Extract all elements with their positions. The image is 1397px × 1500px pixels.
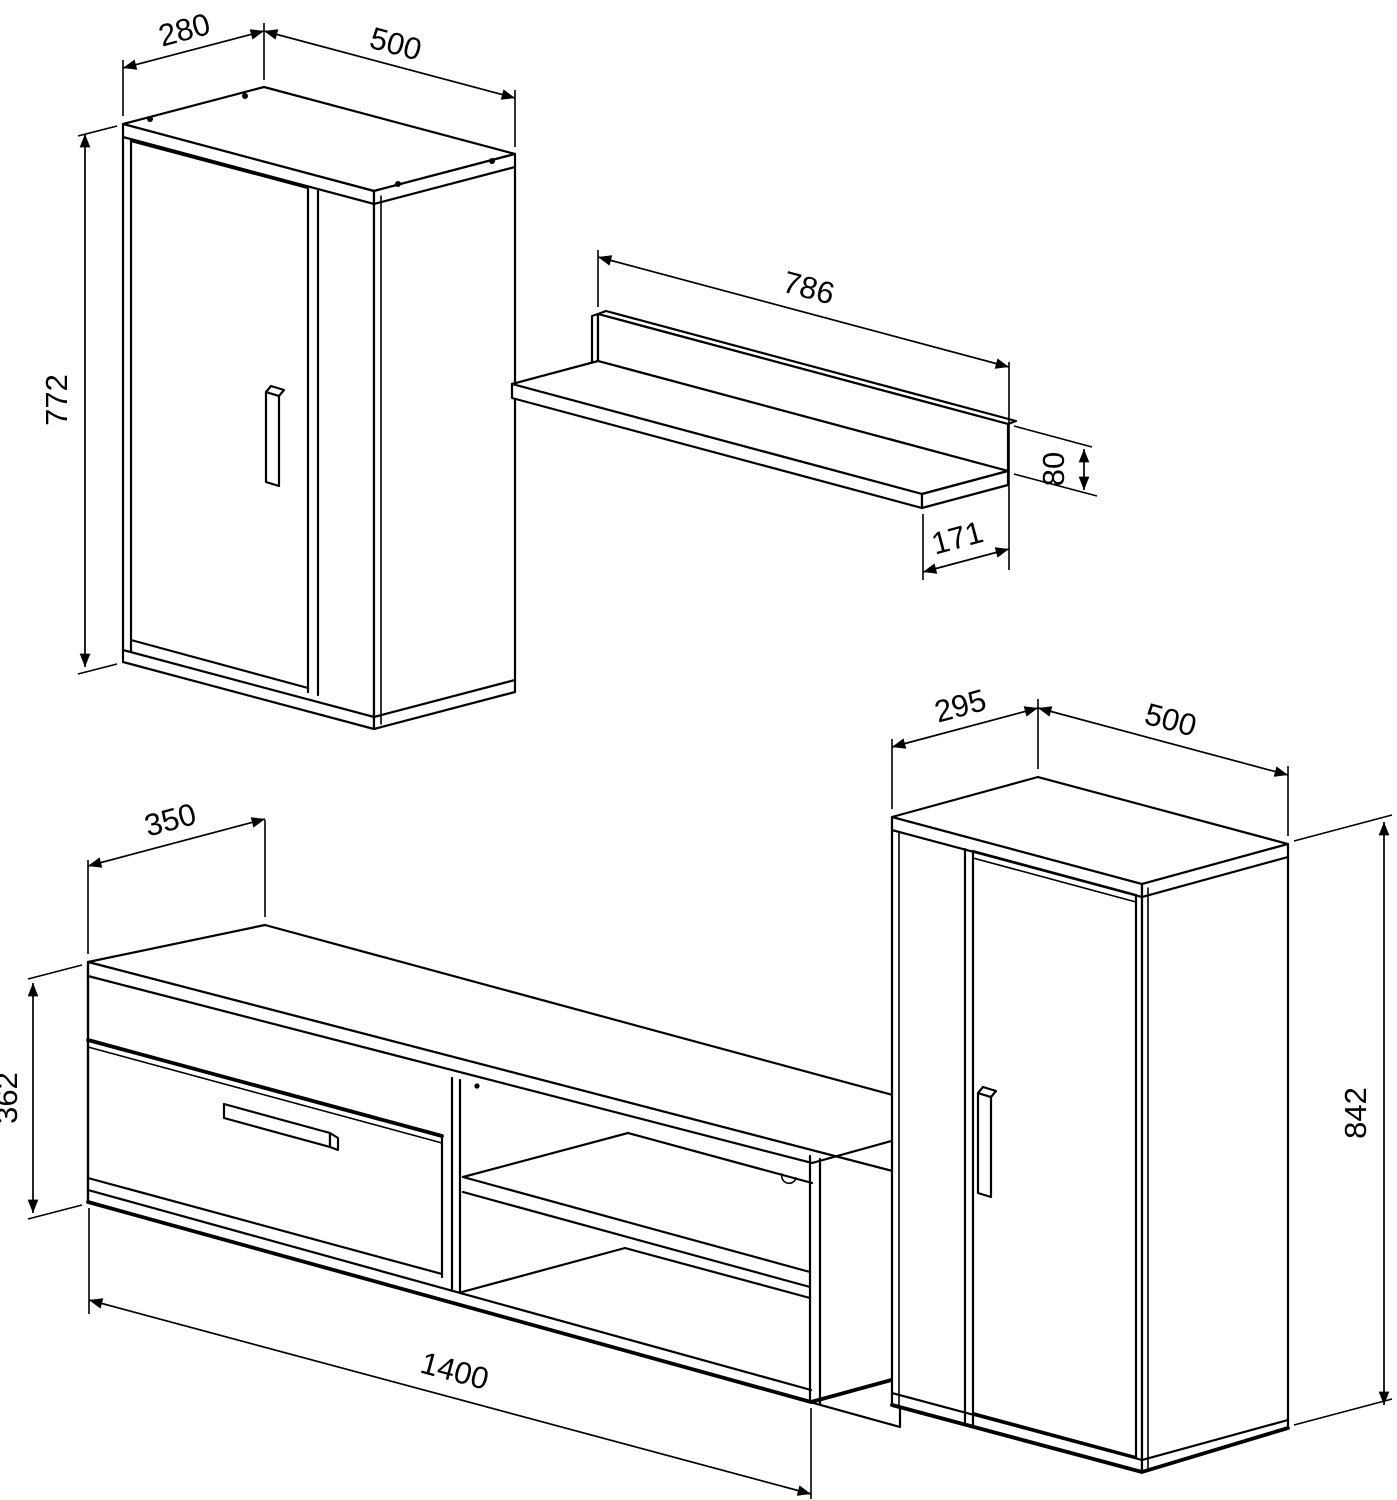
dim-line-depth-280	[122, 29, 265, 70]
dim-line-depth-350	[87, 817, 266, 868]
wall-cabinet-door-handle	[264, 384, 286, 488]
shelf-front-top-edge	[461, 1175, 812, 1274]
shelf-front-bottom-edge	[461, 1190, 812, 1289]
extension-line	[1013, 425, 1093, 448]
side-cabinet-handle-cap	[976, 1085, 998, 1099]
extension-line	[77, 125, 118, 137]
side-cabinet-bottom-band	[890, 1391, 1290, 1462]
tv-stand-drawer-top-inner	[87, 1046, 443, 1144]
side-cabinet-width-label: 500	[1141, 696, 1200, 743]
tv-stand-interior-bottom-left-edge	[460, 1246, 627, 1294]
tv-stand-top-band	[86, 974, 897, 1165]
side-cabinet-door-top-inner	[972, 857, 1137, 903]
wall-cabinet-handle-cap	[264, 384, 286, 398]
extension-line	[77, 663, 118, 675]
wall-cabinet-bottom-band	[121, 648, 517, 719]
wall-cabinet-front-face	[121, 122, 376, 731]
dim-line-width-500	[263, 29, 516, 100]
tv-stand-middle-shelf	[461, 1131, 814, 1289]
wall-shelf-board-right-end	[920, 469, 1010, 510]
dim-line-length-786	[597, 255, 1010, 369]
wall-cabinet-cam-dot	[242, 93, 248, 99]
extension-line	[27, 964, 83, 980]
wall-cabinet-door-top-edge	[129, 139, 310, 190]
wall-cabinet-cam-dot	[395, 181, 401, 187]
tv-stand-width-label: 1400	[417, 1345, 493, 1397]
wall-cabinet-drawing	[121, 85, 517, 731]
side-cabinet-front-face	[890, 815, 1144, 1474]
extension-line	[27, 1204, 83, 1220]
wall-shelf-length-label: 786	[779, 264, 838, 311]
wall-cabinet-cam-dot	[489, 158, 495, 164]
tv-stand-height-label: 362	[0, 1072, 24, 1124]
tv-stand-dimensions: 350 362 1400	[0, 796, 812, 1499]
wall-cabinet-height-label: 772	[39, 374, 74, 426]
side-cabinet-drawing	[890, 775, 1290, 1474]
tv-stand-drawer-bottom-edge	[86, 1176, 444, 1276]
dim-line-width-1400	[88, 1298, 812, 1496]
extension-line	[1293, 814, 1393, 842]
wall-shelf-depth-label: 171	[928, 514, 987, 561]
side-cabinet-door-handle	[976, 1085, 998, 1199]
shelf-cable-notch	[780, 1173, 797, 1185]
side-cabinet-door-top-edge	[971, 849, 1138, 897]
wall-cabinet-dimensions: 280 500 772	[39, 6, 516, 675]
tv-stand-interior-bottom-rear-edge	[623, 1246, 812, 1300]
tv-stand-end-bottom-edge	[809, 1377, 897, 1404]
tv-stand-handle-cap	[328, 1131, 340, 1152]
dim-line-depth-171	[922, 547, 1010, 574]
wall-shelf-drawing	[510, 309, 1018, 510]
tv-stand-depth-label: 350	[141, 796, 200, 843]
tv-stand-cam-dot	[474, 1083, 480, 1089]
side-cabinet-door-bottom-edge	[971, 1411, 1138, 1459]
tv-stand-drawing	[86, 923, 902, 1429]
wall-cabinet-side-face	[372, 152, 517, 731]
side-cabinet-handle-front	[976, 1091, 993, 1199]
wall-cabinet-handle-front	[264, 390, 281, 488]
wall-cabinet-top-band	[121, 135, 517, 206]
extension-line	[1293, 1398, 1393, 1426]
wall-shelf-height-label: 80	[1036, 452, 1071, 486]
dim-line-depth-295	[891, 706, 1039, 749]
side-cabinet-bottom-edge	[890, 1403, 1290, 1474]
wall-cabinet-cam-dot	[147, 116, 153, 122]
side-cabinet-height-label: 842	[1338, 1087, 1373, 1139]
dim-line-width-500	[1037, 706, 1289, 777]
side-cabinet-side-face	[1140, 842, 1290, 1474]
shelf-left-depth-edge	[461, 1131, 630, 1179]
tv-stand-drawer-top-edge	[86, 1038, 444, 1138]
wall-cabinet-door-bottom-edge	[129, 638, 310, 690]
side-cabinet-dimensions: 295 500 842	[891, 682, 1393, 1426]
extension-line	[1013, 473, 1098, 497]
tv-stand-drawer-handle	[222, 1102, 340, 1152]
